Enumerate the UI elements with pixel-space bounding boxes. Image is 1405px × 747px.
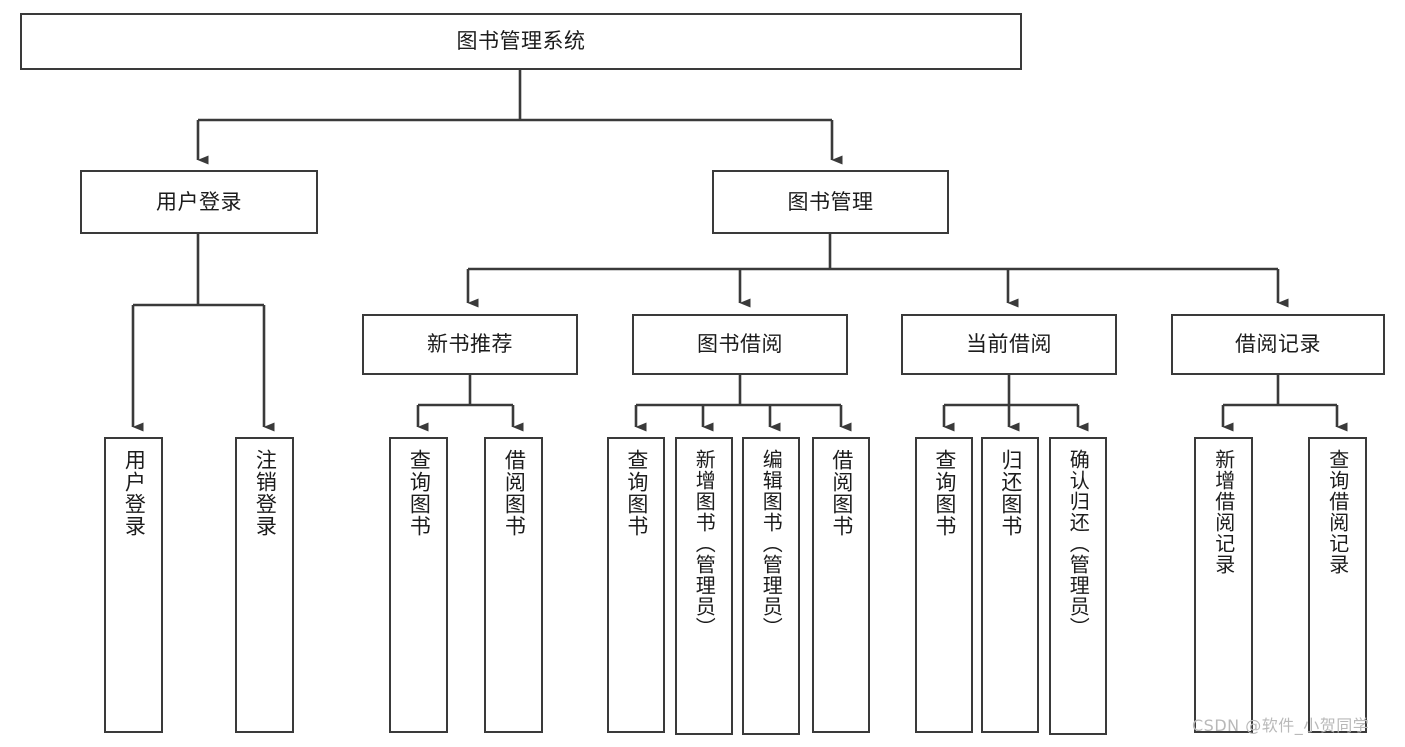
leaf-new-book-borrow[interactable]: 借阅图书 xyxy=(484,437,543,733)
watermark-csdn: CSDN @软件_小贺同学 xyxy=(1192,716,1370,735)
leaf-book-borrow-add[interactable]: 新增图书（管理员） xyxy=(675,437,733,735)
leaf-book-borrow-borrow[interactable]: 借阅图书 xyxy=(812,437,870,733)
leaf-label: 用户登录 xyxy=(122,449,147,537)
node-new-book-recommend-label: 新书推荐 xyxy=(427,332,513,357)
leaf-label: 借阅图书 xyxy=(829,449,854,537)
node-current-borrow-label: 当前借阅 xyxy=(966,332,1052,357)
leaf-label: 借阅图书 xyxy=(502,449,527,537)
leaf-user-login-logout[interactable]: 注销登录 xyxy=(235,437,294,733)
node-root-label: 图书管理系统 xyxy=(456,29,586,54)
node-user-login[interactable]: 用户登录 xyxy=(80,170,318,234)
node-new-book-recommend[interactable]: 新书推荐 xyxy=(362,314,578,375)
node-book-management-label: 图书管理 xyxy=(787,189,874,214)
leaf-current-borrow-query[interactable]: 查询图书 xyxy=(915,437,973,733)
leaf-borrow-record-query[interactable]: 查询借阅记录 xyxy=(1308,437,1367,733)
leaf-label: 确认归还（管理员） xyxy=(1066,449,1091,638)
leaf-label: 编辑图书（管理员） xyxy=(759,449,784,638)
leaf-book-borrow-edit[interactable]: 编辑图书（管理员） xyxy=(742,437,800,735)
leaf-book-borrow-query[interactable]: 查询图书 xyxy=(607,437,665,733)
node-root[interactable]: 图书管理系统 xyxy=(20,13,1022,70)
leaf-label: 新增图书（管理员） xyxy=(692,449,717,638)
leaf-label: 查询图书 xyxy=(624,449,649,537)
leaf-label: 归还图书 xyxy=(998,449,1023,537)
leaf-current-borrow-return[interactable]: 归还图书 xyxy=(981,437,1039,733)
node-book-management[interactable]: 图书管理 xyxy=(712,170,949,234)
leaf-label: 查询借阅记录 xyxy=(1325,449,1350,575)
leaf-label: 新增借阅记录 xyxy=(1211,449,1236,575)
leaf-current-borrow-confirm[interactable]: 确认归还（管理员） xyxy=(1049,437,1107,735)
node-book-borrow[interactable]: 图书借阅 xyxy=(632,314,848,375)
leaf-user-login-login[interactable]: 用户登录 xyxy=(104,437,163,733)
leaf-label: 查询图书 xyxy=(932,449,957,537)
node-borrow-record-label: 借阅记录 xyxy=(1235,332,1321,357)
node-current-borrow[interactable]: 当前借阅 xyxy=(901,314,1117,375)
node-user-login-label: 用户登录 xyxy=(156,189,242,214)
node-borrow-record[interactable]: 借阅记录 xyxy=(1171,314,1385,375)
leaf-label: 注销登录 xyxy=(253,449,278,537)
leaf-borrow-record-add[interactable]: 新增借阅记录 xyxy=(1194,437,1253,733)
leaf-label: 查询图书 xyxy=(407,449,432,537)
node-book-borrow-label: 图书借阅 xyxy=(697,332,783,357)
leaf-new-book-query[interactable]: 查询图书 xyxy=(389,437,448,733)
